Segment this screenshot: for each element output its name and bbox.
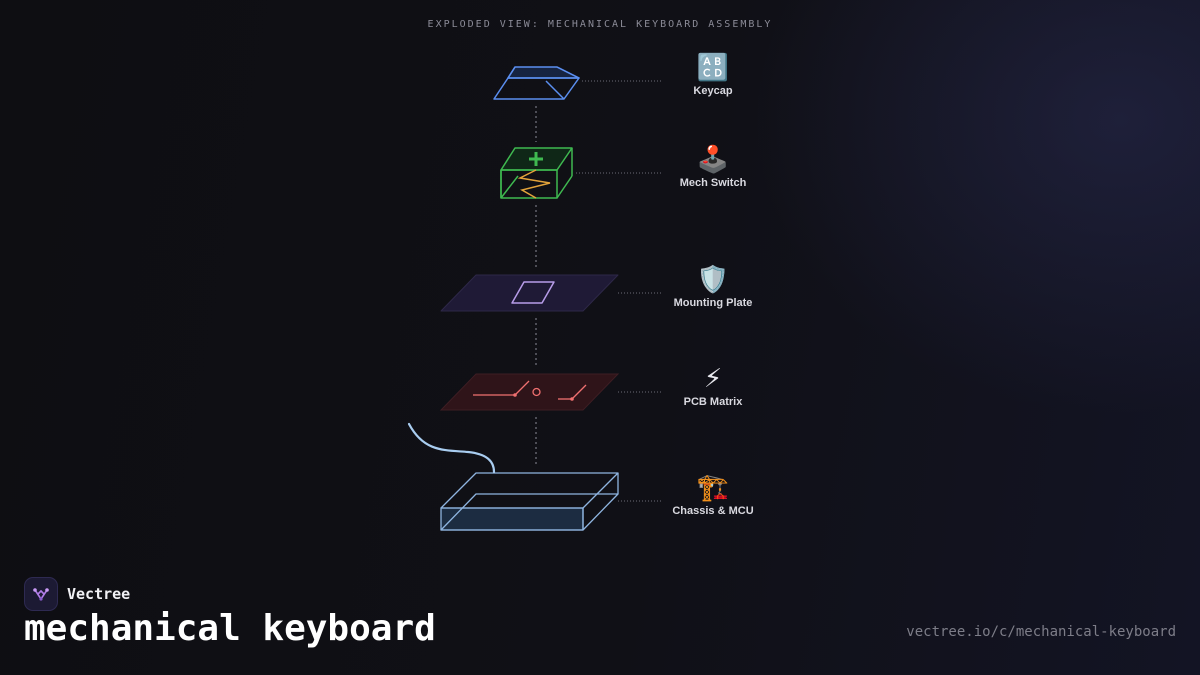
abcd-icon: 🔠 (696, 53, 730, 83)
diagram-title: EXPLODED VIEW: MECHANICAL KEYBOARD ASSEM… (427, 19, 773, 30)
shield-icon: 🛡️ (696, 265, 730, 295)
plate-shape (440, 274, 619, 312)
brand-logo-icon (24, 577, 58, 611)
layer-label-mounting-plate: Mounting Plate (673, 297, 753, 309)
layer-label-pcb-matrix: PCB Matrix (683, 396, 743, 408)
switch-spring (517, 169, 551, 199)
layer-label-keycap: Keycap (693, 85, 733, 97)
pcb-shape (439, 373, 620, 411)
lightning-icon: ⚡ (703, 364, 723, 394)
keycap-shape (493, 66, 580, 100)
layer-label-mech-switch: Mech Switch (679, 177, 747, 189)
brand[interactable]: Vectree (24, 577, 130, 611)
switch-plus-mark (529, 152, 543, 166)
switch-shape (500, 147, 573, 199)
chassis-shape (440, 472, 619, 531)
usb-cable (407, 422, 496, 474)
page-url[interactable]: vectree.io/c/mechanical-keyboard (906, 624, 1176, 640)
joystick-icon: 🕹️ (696, 145, 730, 175)
layer-label-chassis-mcu: Chassis & MCU (672, 505, 754, 517)
leader-lines (576, 80, 663, 502)
page-title: mechanical keyboard (24, 608, 436, 649)
brand-name: Vectree (67, 585, 131, 603)
crane-icon: 🏗️ (696, 473, 730, 503)
